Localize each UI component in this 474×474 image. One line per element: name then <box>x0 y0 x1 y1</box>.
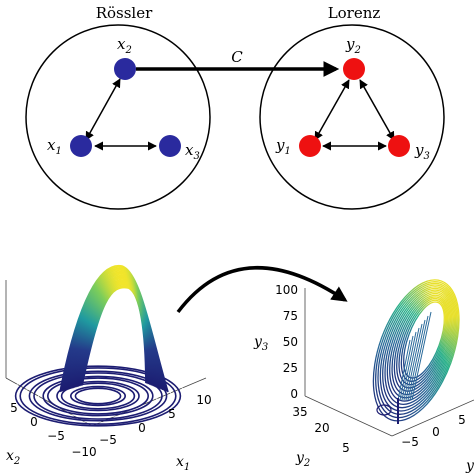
lorenz-orbit-loop <box>389 291 452 399</box>
lorenz-orbit-loop <box>396 296 449 389</box>
rossler-orbit-ring <box>42 375 154 417</box>
y3-tick-0: 100 <box>275 283 298 297</box>
lorenz-orbit-strand <box>399 335 414 401</box>
node-y3 <box>388 135 410 157</box>
lorenz-orbit-loop <box>382 286 456 409</box>
node-x2 <box>114 58 136 80</box>
y2-tick-1: 20 <box>314 421 329 435</box>
x2-axis-label: x2 <box>6 448 20 467</box>
lorenz-orbit-loop <box>377 282 458 415</box>
lorenz-attractor-curve <box>372 279 460 424</box>
lorenz-base-right <box>391 399 474 437</box>
lorenz-orbit-strand <box>401 331 417 401</box>
edge-y2-y3 <box>359 79 395 141</box>
rossler-orbit-ring <box>28 370 168 422</box>
label-x2: x2 <box>117 35 132 56</box>
rossler-orbit-ring <box>60 382 136 410</box>
lorenz-attractor-plot: 100 75 50 25 0 y3 35 20 5 y2 −5 0 5 y <box>253 279 474 474</box>
y1-axis-label-partial: y <box>465 458 474 474</box>
lorenz-circle <box>259 24 445 210</box>
label-y3: y3 <box>414 141 430 162</box>
rossler-orbit-ring <box>46 377 150 415</box>
x1-tick-1: 0 <box>138 421 146 435</box>
lorenz-orbit-strand <box>403 327 420 401</box>
rossler-title: Rössler <box>96 4 153 22</box>
label-x1: x1 <box>47 136 62 157</box>
rossler-orbit-ring <box>79 389 117 403</box>
node-x3 <box>159 135 181 157</box>
x2-tick-0: 5 <box>10 401 18 415</box>
lorenz-orbit-strand <box>405 323 423 401</box>
rossler-orbit-loop <box>81 286 147 386</box>
y3-axis-label: y3 <box>253 334 268 353</box>
rossler-orbit-ring <box>56 380 140 412</box>
x2-tick-1: 0 <box>30 415 38 429</box>
lorenz-orbit-strand <box>407 319 426 401</box>
x1-tick-3: 10 <box>196 393 211 407</box>
lorenz-orbit-strand <box>397 339 411 401</box>
x1-axis-label: x1 <box>176 454 190 473</box>
label-y2: y2 <box>345 35 361 56</box>
rossler-attractor-plot: −5 0 5 10 x1 5 0 −5 −10 x2 <box>5 265 212 473</box>
label-x3: x3 <box>185 141 200 162</box>
y3-tick-3: 25 <box>283 361 298 375</box>
rossler-group: Rössler x1 x2 x3 <box>25 4 211 210</box>
node-y1 <box>299 135 321 157</box>
y3-tick-2: 50 <box>283 335 298 349</box>
y3-tick-1: 75 <box>283 309 298 323</box>
rossler-orbit-ring <box>19 367 177 425</box>
lorenz-orbit-loop <box>379 284 457 412</box>
coupling-label: C <box>231 48 243 66</box>
x1-tick-0: −5 <box>99 433 117 447</box>
y2-axis-label: y2 <box>295 450 310 469</box>
rossler-orbit-ring <box>74 387 122 405</box>
node-y2 <box>343 58 365 80</box>
rossler-attractor-curve <box>10 265 186 428</box>
lorenz-orbit-loop <box>375 280 459 419</box>
node-x1 <box>70 135 92 157</box>
lorenz-title: Lorenz <box>328 4 381 22</box>
rossler-circle <box>25 24 211 210</box>
y3-tick-4: 0 <box>290 387 298 401</box>
rossler-orbit-ring <box>38 374 158 418</box>
rossler-orbit-ring <box>24 369 172 423</box>
lorenz-orbit-loop <box>386 289 453 402</box>
lorenz-base-swirl <box>376 404 392 416</box>
lorenz-orbit-strand <box>411 311 432 401</box>
rossler-orbit-ring <box>65 384 131 408</box>
x2-tick-2: −5 <box>47 429 65 443</box>
rossler-orbit-ring <box>10 364 186 428</box>
y1-tick-0: −5 <box>401 435 419 449</box>
lorenz-base-left <box>304 395 393 437</box>
rossler-orbit-ring <box>33 372 163 420</box>
lorenz-group: Lorenz y1 y2 y3 <box>259 4 445 210</box>
edge-x1-x2 <box>85 78 121 141</box>
y1-tick-1: 0 <box>432 425 440 439</box>
lorenz-orbit-strand <box>409 315 429 401</box>
transfer-arrow <box>176 266 348 314</box>
y1-tick-2: 5 <box>458 413 466 427</box>
label-y1: y1 <box>275 136 291 157</box>
lorenz-orbit-loop <box>400 299 447 382</box>
edge-y1-y2 <box>314 79 350 141</box>
y2-tick-0: 35 <box>292 405 307 419</box>
rossler-orbit-ring <box>52 379 144 413</box>
rossler-orbit-ring <box>70 385 127 407</box>
rossler-orbit-ring <box>14 365 182 427</box>
x2-tick-3: −10 <box>71 445 96 459</box>
lorenz-orbit-loop <box>372 279 460 422</box>
y2-tick-2: 5 <box>342 441 350 455</box>
x1-tick-2: 5 <box>168 407 176 421</box>
